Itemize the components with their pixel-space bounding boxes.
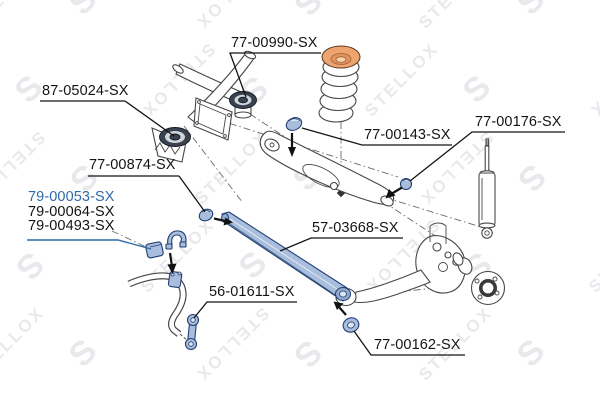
part-label-77-00143-sx[interactable]: 77-00143-SX xyxy=(364,127,451,143)
stabilizer-clamp-installed xyxy=(167,271,183,288)
part-label-79-00064-sx[interactable]: 79-00064-SX xyxy=(28,204,115,220)
spring-top-pad[interactable] xyxy=(321,45,361,69)
mounting-arrows xyxy=(167,133,403,316)
bushing-77-00990[interactable] xyxy=(229,91,257,109)
part-label-77-00162-sx[interactable]: 77-00162-SX xyxy=(374,337,461,353)
coil-spring-drawing xyxy=(318,56,360,123)
bushing-77-00176[interactable] xyxy=(399,177,413,191)
bushing-77-00143[interactable] xyxy=(284,115,304,133)
shock-absorber-drawing xyxy=(478,138,496,239)
bushing-77-00162[interactable] xyxy=(341,316,361,335)
part-label-57-03668-sx[interactable]: 57-03668-SX xyxy=(312,220,399,236)
stabilizer-bar-drawing xyxy=(127,272,187,337)
bushing-87-05024[interactable] xyxy=(159,127,191,147)
stabilizer-link-56-01611[interactable] xyxy=(184,313,200,351)
stabilizer-clamp[interactable] xyxy=(165,230,187,250)
part-label-56-01611-sx[interactable]: 56-01611-SX xyxy=(209,284,295,300)
part-label-79-00493-sx[interactable]: 79-00493-SX xyxy=(28,218,115,234)
leader-lines xyxy=(27,52,565,356)
part-label-77-00176-sx[interactable]: 77-00176-SX xyxy=(475,114,562,130)
part-label-87-05024-sx[interactable]: 87-05024-SX xyxy=(42,83,129,99)
part-label-77-00874-sx[interactable]: 77-00874-SX xyxy=(89,157,176,173)
stabilizer-bushing-79[interactable] xyxy=(145,241,164,259)
bushing-77-00874[interactable] xyxy=(197,207,214,223)
part-label-77-00990-sx[interactable]: 77-00990-SX xyxy=(231,35,318,51)
part-label-79-00053-sx[interactable]: 79-00053-SX xyxy=(28,189,115,205)
